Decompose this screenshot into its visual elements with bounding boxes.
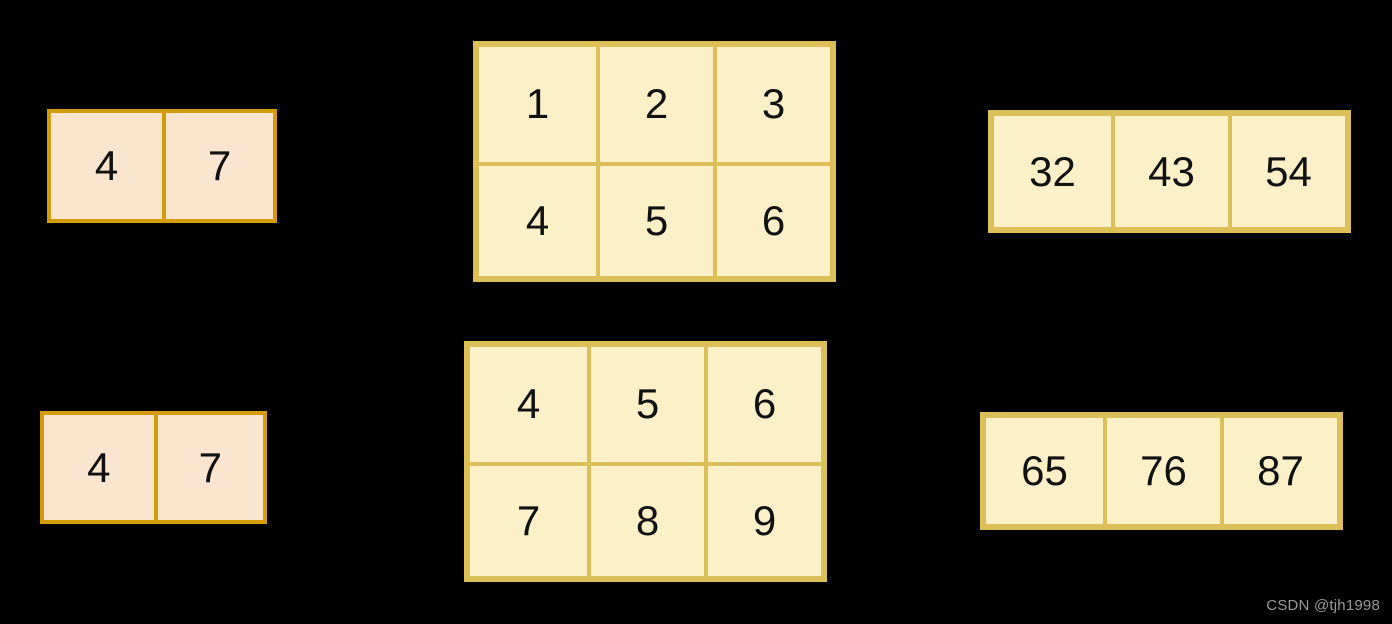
table-cell: 7 [153, 415, 263, 520]
table-cell: 3 [713, 47, 830, 162]
table-cell: 5 [596, 161, 713, 276]
bottom-middle-grid: 4 5 6 7 8 9 [464, 341, 827, 582]
watermark: CSDN @tjh1998 [1266, 597, 1380, 614]
table-cell: 7 [470, 461, 587, 576]
table-cell: 9 [704, 461, 821, 576]
table-cell: 76 [1103, 418, 1220, 524]
table-cell: 6 [713, 161, 830, 276]
table-cell: 8 [587, 461, 704, 576]
table-cell: 7 [162, 113, 273, 219]
table-cell: 65 [986, 418, 1103, 524]
table-cell: 4 [44, 415, 154, 520]
table-cell: 4 [479, 161, 596, 276]
table-cell: 6 [704, 347, 821, 462]
table-cell: 1 [479, 47, 596, 162]
top-right-row: 32 43 54 [988, 110, 1351, 233]
table-cell: 43 [1111, 116, 1228, 227]
bottom-right-row: 65 76 87 [980, 412, 1343, 530]
table-cell: 54 [1228, 116, 1345, 227]
table-cell: 87 [1220, 418, 1337, 524]
bottom-left-pair: 4 7 [40, 411, 267, 524]
table-cell: 32 [994, 116, 1111, 227]
top-left-pair: 4 7 [47, 109, 277, 223]
table-cell: 4 [51, 113, 162, 219]
table-cell: 4 [470, 347, 587, 462]
top-middle-grid: 1 2 3 4 5 6 [473, 41, 836, 282]
table-cell: 5 [587, 347, 704, 462]
table-cell: 2 [596, 47, 713, 162]
